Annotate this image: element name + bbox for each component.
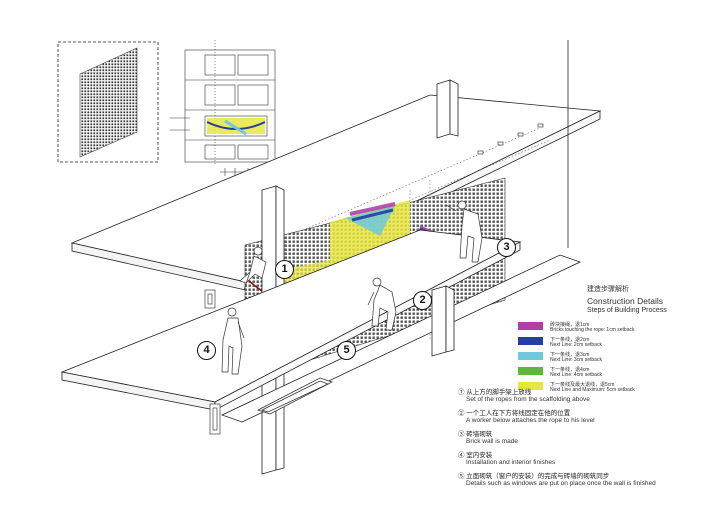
callout-2: 2 bbox=[413, 291, 432, 310]
worker-2 bbox=[367, 277, 397, 331]
legend-item: 下一条线及最大退线，退5cm Next Line and Maximum: 5c… bbox=[518, 381, 708, 396]
legend-label-en: Bricks touching the rope: 1cm setback bbox=[550, 327, 635, 333]
setback-legend: 砖块接绳，退1cm Bricks touching the rope: 1cm … bbox=[518, 321, 708, 396]
worker-1 bbox=[239, 246, 267, 291]
callout-1: 1 bbox=[275, 260, 294, 279]
legend-swatch bbox=[518, 352, 543, 360]
step-item: ② 一个工人在下方将线固定在他的位置 A worker below attach… bbox=[458, 407, 713, 428]
step-label-en: A worker below attaches the rope to his … bbox=[466, 417, 595, 424]
step-item: ③ 砖墙砌筑 Brick wall is made bbox=[458, 428, 713, 449]
step-label-cn: ① 从上方的脚手架上放线 bbox=[458, 389, 532, 396]
legend-item: 下一条线，退4cm Next Line: 4cm setback bbox=[518, 366, 708, 381]
step-label-en: Installation and interior finishes bbox=[466, 459, 556, 466]
legend-label-cn: 下一条线，退4cm bbox=[550, 367, 590, 373]
legend-swatch bbox=[518, 322, 543, 330]
callout-5: 5 bbox=[337, 341, 356, 360]
legend-item: 砖块接绳，退1cm Bricks touching the rope: 1cm … bbox=[518, 321, 708, 336]
columns-top bbox=[436, 40, 569, 139]
legend-swatch bbox=[518, 382, 543, 390]
legend-label-en: Next Line: 3cm setback bbox=[550, 357, 602, 363]
worker-3 bbox=[445, 200, 483, 263]
step-list: ① 从上方的脚手架上放线 Set of the ropes from the s… bbox=[458, 386, 713, 491]
columns-right bbox=[431, 118, 569, 357]
step-label-cn: ⑤ 立面砌筑（窗户的安装）的完成与砖墙的砌筑同步 bbox=[458, 473, 610, 480]
legend-label-en: Next Line: 4cm setback bbox=[550, 372, 602, 378]
legend-swatch bbox=[518, 367, 543, 375]
legend-label-cn: 下一条线，退3cm bbox=[550, 352, 590, 358]
step-item: ① 从上方的脚手架上放线 Set of the ropes from the s… bbox=[458, 386, 713, 407]
legend-label-en: Next Line: 2cm setback bbox=[550, 342, 602, 348]
step-item: ④ 室内安装 Installation and interior finishe… bbox=[458, 449, 713, 470]
legend-label-cn: 下一条线及最大退线，退5cm bbox=[550, 382, 615, 388]
legend-item: 下一条线，退3cm Next Line: 3cm setback bbox=[518, 351, 708, 366]
legend-label-cn: 下一条线，退2cm bbox=[550, 337, 590, 343]
worker-4 bbox=[221, 307, 245, 375]
legend-label-en: Next Line and Maximum: 5cm setback bbox=[550, 387, 635, 393]
step-label-en: Set of the ropes from the scaffolding ab… bbox=[466, 396, 590, 403]
step-label-en: Details such as windows are put on place… bbox=[466, 480, 656, 487]
step-label-cn: ③ 砖墙砌筑 bbox=[458, 431, 493, 438]
title-cn: 建造步骤解析 bbox=[587, 286, 629, 293]
step-item: ⑤ 立面砌筑（窗户的安装）的完成与砖墙的砌筑同步 Details such as… bbox=[458, 470, 713, 491]
step-label-cn: ② 一个工人在下方将线固定在他的位置 bbox=[458, 410, 571, 417]
legend-item: 下一条线，退2cm Next Line: 2cm setback bbox=[518, 336, 708, 351]
scaffold-markers bbox=[477, 123, 544, 155]
inset-wall-texture bbox=[57, 41, 159, 163]
slab-edge-details bbox=[204, 289, 221, 435]
legend-swatch bbox=[518, 337, 543, 345]
title-en: Construction Details bbox=[587, 296, 664, 306]
inset-elevation bbox=[170, 40, 276, 176]
lower-floor-slab bbox=[60, 229, 582, 423]
callout-3: 3 bbox=[497, 238, 516, 257]
legend-label-cn: 砖块接绳，退1cm bbox=[550, 322, 590, 328]
step-label-cn: ④ 室内安装 bbox=[458, 452, 493, 459]
subtitle: Steps of Building Process bbox=[587, 307, 667, 314]
callout-4: 4 bbox=[197, 341, 216, 360]
step-label-en: Brick wall is made bbox=[466, 438, 519, 445]
